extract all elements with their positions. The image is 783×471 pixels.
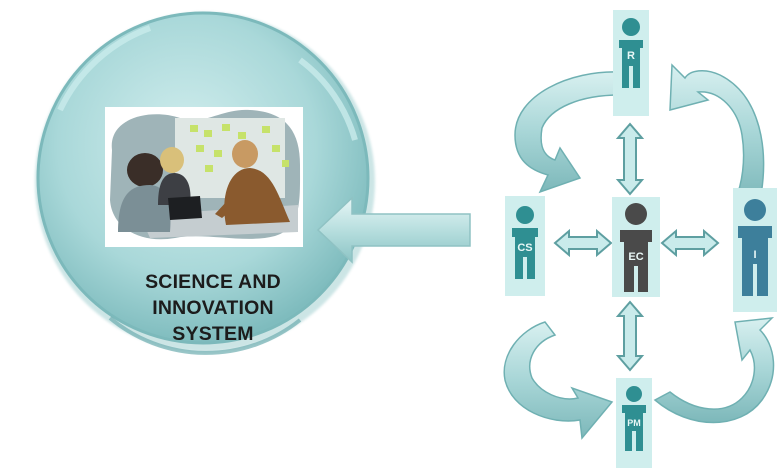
actor-pm-label: PM [627,418,641,428]
person-icon [622,386,646,451]
actor-r-label: R [627,50,635,62]
actor-pm-card: PM [616,378,652,468]
person-icon [512,206,538,279]
sticky-notes [190,124,289,172]
person-icon [738,199,772,296]
cycle-arrow-bottom-right [653,317,775,424]
actor-cs-label: CS [517,242,532,254]
double-arrow-top-center [615,122,645,196]
system-title-line-2: INNOVATION [152,297,274,319]
double-arrow-center-bottom [615,300,645,372]
actor-r-card: R [613,10,649,116]
inflow-arrow [316,196,471,264]
actor-cs-card: CS [505,196,545,296]
system-title-line-1: SCIENCE AND [145,271,281,293]
person-icon [620,203,652,292]
system-title-line-3: SYSTEM [172,323,254,345]
double-arrow-center-right [660,228,720,258]
cycle-arrow-bottom-left [503,321,614,440]
double-arrow-left-center [553,228,613,258]
actor-i-label: I [753,249,756,261]
actor-ec-card: EC [612,197,660,297]
cycle-arrow-top-right [669,63,765,201]
collaboration-photo [105,107,303,247]
actor-i-card: I [733,188,777,312]
system-title: SCIENCE AND INNOVATION SYSTEM [108,269,318,347]
actor-ec-label: EC [628,251,643,263]
person-icon [619,18,643,88]
cycle-arrow-top-left [514,71,621,194]
